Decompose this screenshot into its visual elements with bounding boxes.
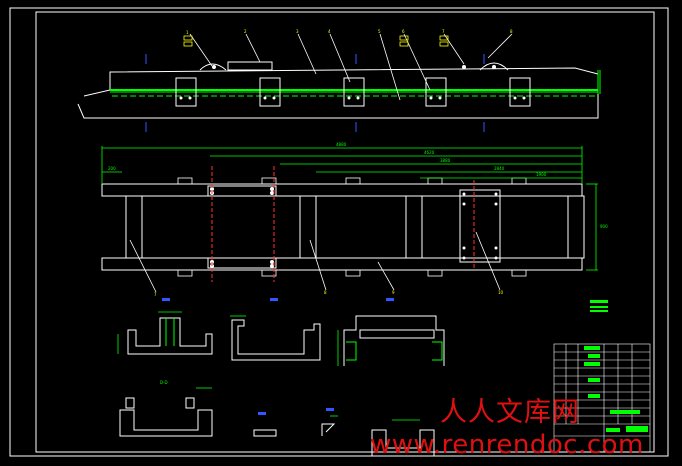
section-label: D-D — [160, 380, 168, 385]
tech-notes — [590, 300, 608, 312]
leader-number: 5 — [378, 29, 381, 34]
dim-a: 4620 — [424, 150, 435, 155]
dim-left: 200 — [108, 166, 116, 171]
title-block-fills — [584, 346, 648, 432]
leader-number: 8 — [324, 290, 327, 295]
dim-overall: 4880 — [336, 142, 347, 147]
inner-border — [35, 11, 655, 453]
leader-number: 4 — [328, 29, 331, 34]
leader-balloons — [183, 35, 449, 47]
section-labels: D-D — [160, 298, 394, 415]
title-block — [553, 343, 651, 453]
dim-c: 2840 — [494, 166, 505, 171]
leader-number: 1 — [186, 30, 189, 35]
dim-d: 1900 — [536, 172, 547, 177]
leader-number: 6 — [402, 29, 405, 34]
leader-numbers: 1 2 3 4 5 6 7 8 — [186, 29, 513, 35]
section-details — [119, 315, 445, 457]
outer-border — [9, 7, 669, 457]
leader-number: 7 — [154, 292, 157, 297]
leader-number: 8 — [510, 29, 513, 34]
side-view — [77, 33, 601, 132]
dimension-texts: 4880 4620 3880 2840 1900 900 200 — [108, 142, 608, 229]
dim-height: 900 — [600, 224, 608, 229]
leader-number: 2 — [244, 29, 247, 34]
section-dims — [117, 311, 420, 421]
dim-b: 3880 — [440, 158, 451, 163]
leader-number: 3 — [296, 29, 299, 34]
leader-number: 7 — [442, 29, 445, 34]
leader-number: 9 — [392, 290, 395, 295]
leader-number: 10 — [498, 290, 504, 295]
plan-view: 4880 4620 3880 2840 1900 900 200 7 8 9 1… — [101, 142, 608, 297]
